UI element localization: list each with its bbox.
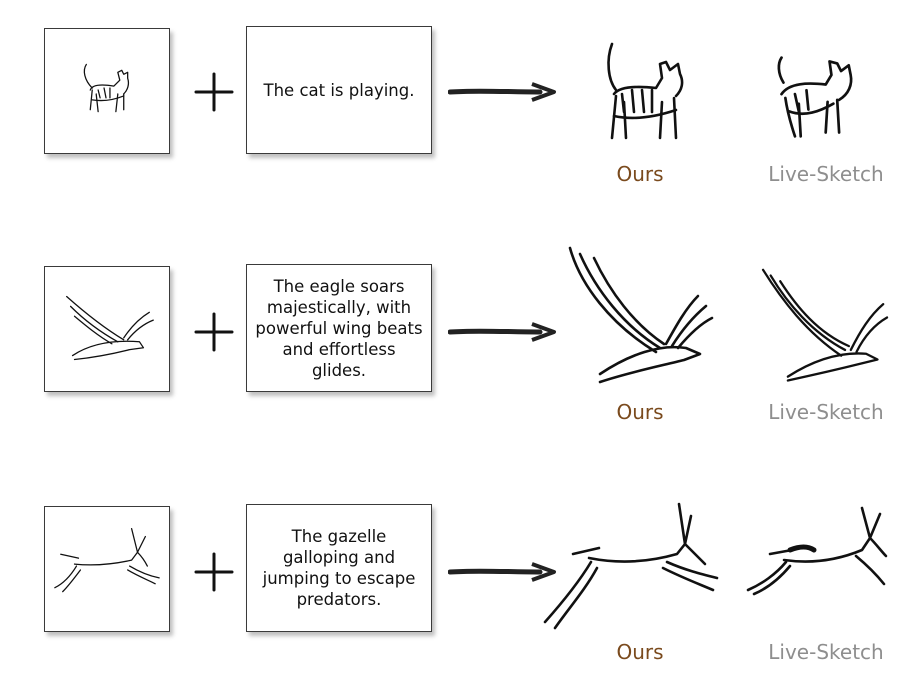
- eagle-sketch-icon: [66, 295, 154, 361]
- prompt-text-eagle: The eagle soars majestically, with power…: [246, 264, 432, 392]
- input-sketch-gazelle: [44, 506, 170, 632]
- row-gazelle: The gazelle galloping and jumping to esc…: [0, 480, 900, 680]
- output-cat-ours: [607, 42, 684, 140]
- plus-icon: [194, 552, 234, 592]
- right-arrow-icon: [448, 322, 556, 342]
- row-cat: The cat is playing. Ours Live-Sketch: [0, 0, 900, 200]
- label-live-sketch-cat: Live-Sketch: [768, 162, 884, 186]
- label-ours-cat: Ours: [616, 162, 664, 186]
- output-eagle-live-sketch: [761, 268, 889, 382]
- gazelle-sketch-icon: [54, 528, 160, 593]
- output-gazelle-ours: [543, 502, 719, 630]
- prompt-gazelle: The gazelle galloping and jumping to esc…: [262, 527, 416, 609]
- label-live-sketch-eagle: Live-Sketch: [768, 400, 884, 424]
- prompt-eagle: The eagle soars majestically, with power…: [255, 276, 423, 380]
- plus-icon: [194, 72, 234, 112]
- input-sketch-eagle: [44, 266, 170, 392]
- prompt-text-cat: The cat is playing.: [246, 26, 432, 154]
- label-ours-gazelle: Ours: [616, 640, 664, 664]
- right-arrow-icon: [448, 82, 556, 102]
- output-eagle-ours: [568, 246, 714, 384]
- cat-sketch-icon: [83, 63, 130, 113]
- output-cat-live-sketch: [777, 56, 853, 138]
- row-eagle: The eagle soars majestically, with power…: [0, 240, 900, 440]
- plus-icon: [194, 312, 234, 352]
- input-sketch-cat: [44, 28, 170, 154]
- right-arrow-icon: [448, 562, 556, 582]
- prompt-text-gazelle: The gazelle galloping and jumping to esc…: [246, 504, 432, 632]
- output-gazelle-live-sketch: [746, 506, 888, 596]
- prompt-cat: The cat is playing.: [263, 80, 415, 100]
- label-ours-eagle: Ours: [616, 400, 664, 424]
- label-live-sketch-gazelle: Live-Sketch: [768, 640, 884, 664]
